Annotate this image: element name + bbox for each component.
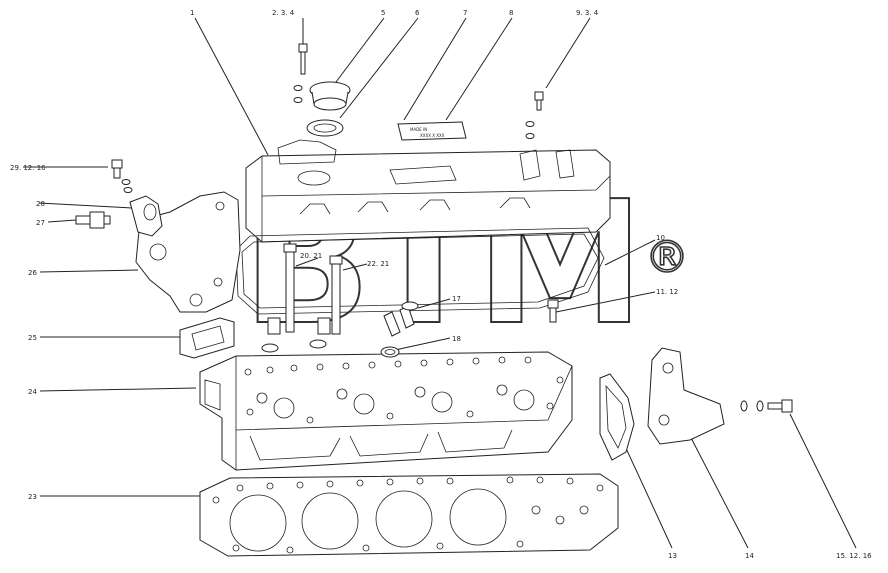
cover-gasket <box>235 227 605 315</box>
cover-bolt-left <box>293 43 308 103</box>
callout-25: 25 <box>28 334 37 342</box>
nameplate: MADE IN XXXX X XXX <box>397 121 467 141</box>
callout-27: 27 <box>36 219 45 227</box>
cylinder-head <box>199 351 573 471</box>
bolt-15 <box>740 399 793 413</box>
outlet-flange <box>135 191 241 313</box>
registered-mark: ® <box>645 232 689 283</box>
callout-17: 17 <box>452 295 461 303</box>
callout-11: 11. 12 <box>656 288 678 296</box>
oil-filler-cap <box>309 81 351 111</box>
nameplate-line2: XXXX X XXX <box>420 133 445 138</box>
valve-stem-seals <box>383 301 419 337</box>
cap-seal <box>306 119 344 137</box>
nameplate-line1: MADE IN <box>410 127 427 132</box>
head-studs <box>261 243 343 353</box>
callout-24: 24 <box>28 388 37 396</box>
callout-1: 1 <box>190 9 194 17</box>
callout-15: 15. 12. 16 <box>836 552 872 560</box>
callout-labels: 1 2. 3. 4 5 6 7 8 9. 3. 4 10 11. 12 13 1… <box>10 9 872 560</box>
thermostat-housing <box>129 195 163 237</box>
lifting-bracket <box>647 347 725 445</box>
callout-13: 13 <box>668 552 677 560</box>
valve-cover <box>245 139 611 243</box>
callout-22: 22. 21 <box>367 260 389 268</box>
seal-ring <box>380 346 400 358</box>
head-gasket <box>199 473 619 557</box>
callout-7: 7 <box>463 9 467 17</box>
outlet-gasket <box>179 317 235 359</box>
callout-2: 2. 3. 4 <box>272 9 295 17</box>
callout-28: 28 <box>36 200 45 208</box>
bolt-29 <box>111 159 133 193</box>
callout-23: 23 <box>28 493 37 501</box>
callout-5: 5 <box>381 9 385 17</box>
callout-14: 14 <box>745 552 754 560</box>
callout-9: 9. 3. 4 <box>576 9 599 17</box>
callout-26: 26 <box>28 269 37 277</box>
callout-29: 29. 12. 16 <box>10 164 46 172</box>
callout-18: 18 <box>452 335 461 343</box>
cover-bolt-right <box>525 91 544 139</box>
bolt-11 <box>547 299 559 323</box>
callout-8: 8 <box>509 9 513 17</box>
callout-20: 20. 21 <box>300 252 322 260</box>
flange-gasket <box>599 373 635 461</box>
callout-10: 10 <box>656 234 665 242</box>
leader-lines <box>23 17 857 549</box>
callout-6: 6 <box>415 9 420 17</box>
temperature-sensor <box>75 211 111 229</box>
